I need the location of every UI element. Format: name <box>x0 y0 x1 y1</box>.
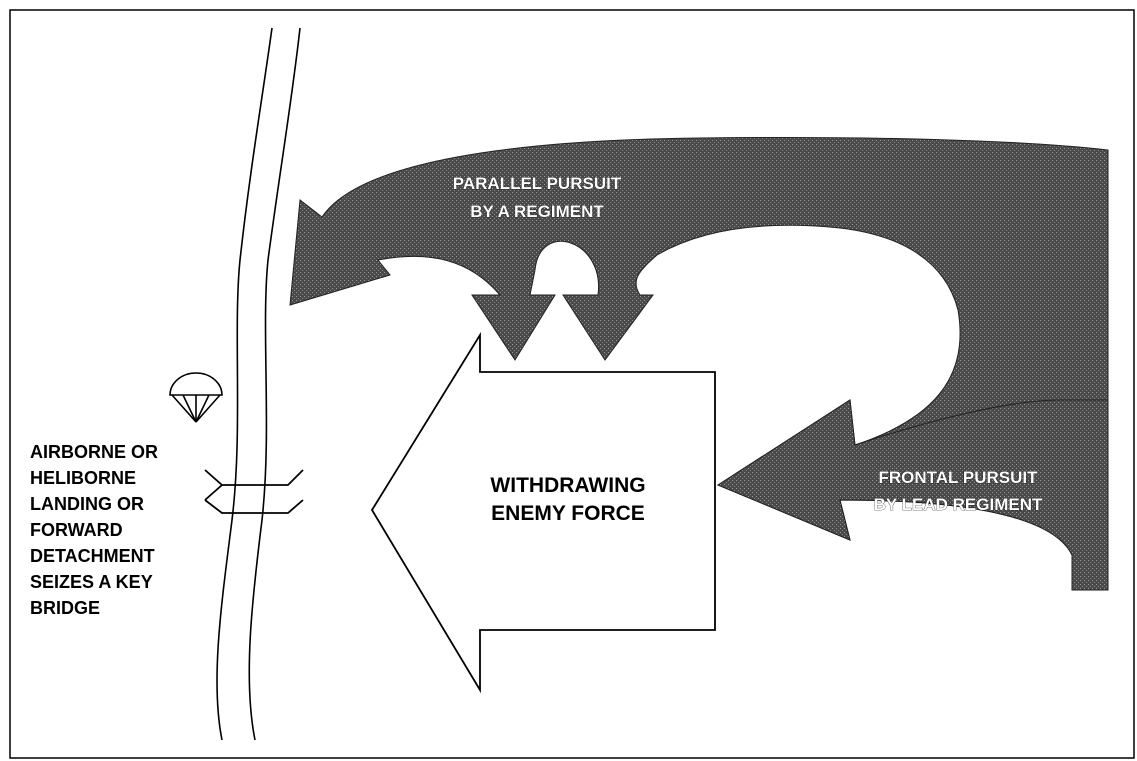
withdrawing-line1: WITHDRAWING <box>490 474 645 497</box>
withdrawing-enemy-arrow <box>370 331 716 694</box>
frontal-line2: BY LEAD REGIMENT <box>874 495 1043 514</box>
landing-line-4: FORWARD <box>30 520 123 540</box>
landing-line-3: LANDING OR <box>30 494 144 514</box>
frontal-line1: FRONTAL PURSUIT <box>879 468 1039 487</box>
frontal-pursuit-arrow <box>716 399 1109 591</box>
withdrawing-force-label: WITHDRAWING ENEMY FORCE <box>490 474 645 525</box>
withdrawing-line2: ENEMY FORCE <box>491 502 645 525</box>
landing-note: AIRBORNE OR HELIBORNE LANDING OR FORWARD… <box>30 442 158 618</box>
river <box>216 27 301 741</box>
parallel-line2: BY A REGIMENT <box>470 202 604 221</box>
bridge-symbol <box>204 469 304 514</box>
parachute-icon <box>169 372 223 423</box>
landing-line-7: BRIDGE <box>30 598 100 618</box>
parallel-line1: PARALLEL PURSUIT <box>453 174 622 193</box>
parallel-pursuit-label: PARALLEL PURSUIT BY A REGIMENT <box>452 174 622 222</box>
landing-line-5: DETACHMENT <box>30 546 155 566</box>
river-bank-west <box>216 27 273 741</box>
landing-line-2: HELIBORNE <box>30 468 136 488</box>
river-bank-east <box>248 27 301 741</box>
landing-line-6: SEIZES A KEY <box>30 572 153 592</box>
landing-line-1: AIRBORNE OR <box>30 442 158 462</box>
frontal-pursuit-label: FRONTAL PURSUIT BY LEAD REGIMENT <box>873 468 1043 515</box>
